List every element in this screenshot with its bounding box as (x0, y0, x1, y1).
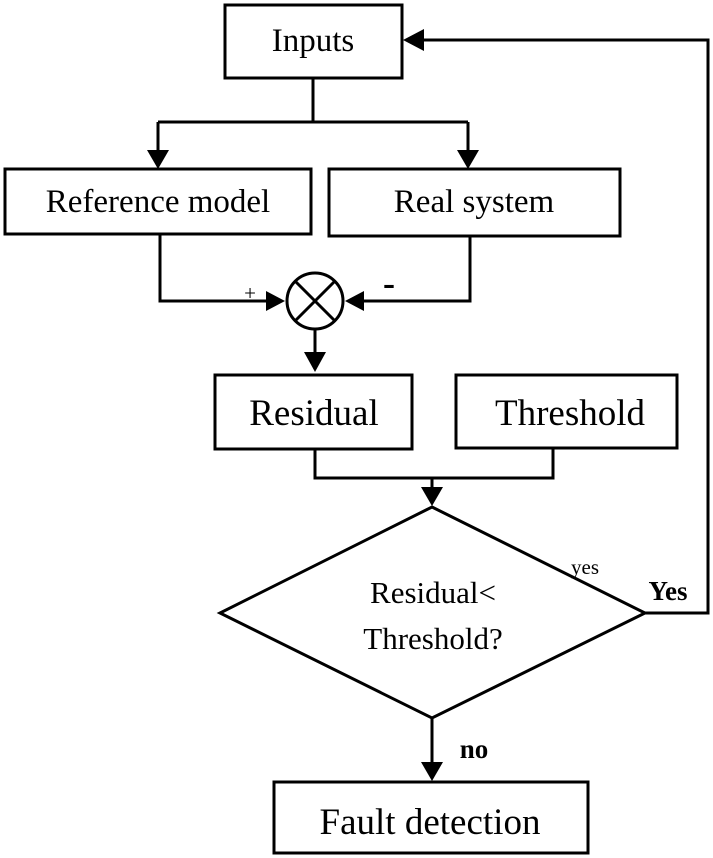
decision-diamond (216, 505, 649, 720)
connector-real-to-junction (358, 236, 472, 303)
inputs-box (223, 3, 404, 80)
arrowhead-junction-left (266, 291, 285, 311)
reference-model-label: Reference model (46, 184, 270, 220)
real-system-label: Real system (394, 184, 555, 220)
connector-yes-feedback (420, 38, 710, 615)
arrowheads (147, 29, 479, 781)
yes-small-label: yes (571, 555, 599, 579)
arrowhead-residual (304, 352, 326, 372)
threshold-label: Threshold (495, 393, 646, 434)
yes-bold-label: Yes (649, 576, 688, 606)
arrowhead-reference (147, 150, 169, 169)
arrowhead-inputs (403, 29, 424, 51)
minus-sign: - (383, 263, 395, 303)
residual-box (213, 373, 414, 451)
inputs-label: Inputs (272, 23, 355, 59)
fault-detection-box (272, 780, 590, 855)
real-system-box (327, 167, 622, 238)
connector-inputs-split (156, 78, 470, 153)
arrowhead-real-system (457, 150, 479, 169)
arrowhead-fault (421, 762, 443, 781)
decision-label-line1: Residual< (370, 575, 496, 610)
arrowhead-decision (421, 487, 443, 506)
connector-reference-to-junction (158, 234, 272, 303)
reference-model-box (3, 167, 313, 236)
arrowhead-junction-right (345, 291, 364, 311)
fault-detection-label: Fault detection (320, 802, 541, 843)
connectors (156, 38, 710, 765)
residual-label: Residual (249, 393, 378, 434)
connector-merge-to-decision (313, 448, 555, 490)
summing-junction-icon (285, 271, 345, 331)
plus-sign: + (244, 281, 256, 305)
no-label: no (460, 734, 489, 764)
threshold-box (454, 373, 679, 450)
decision-label-line2: Threshold? (363, 621, 502, 656)
